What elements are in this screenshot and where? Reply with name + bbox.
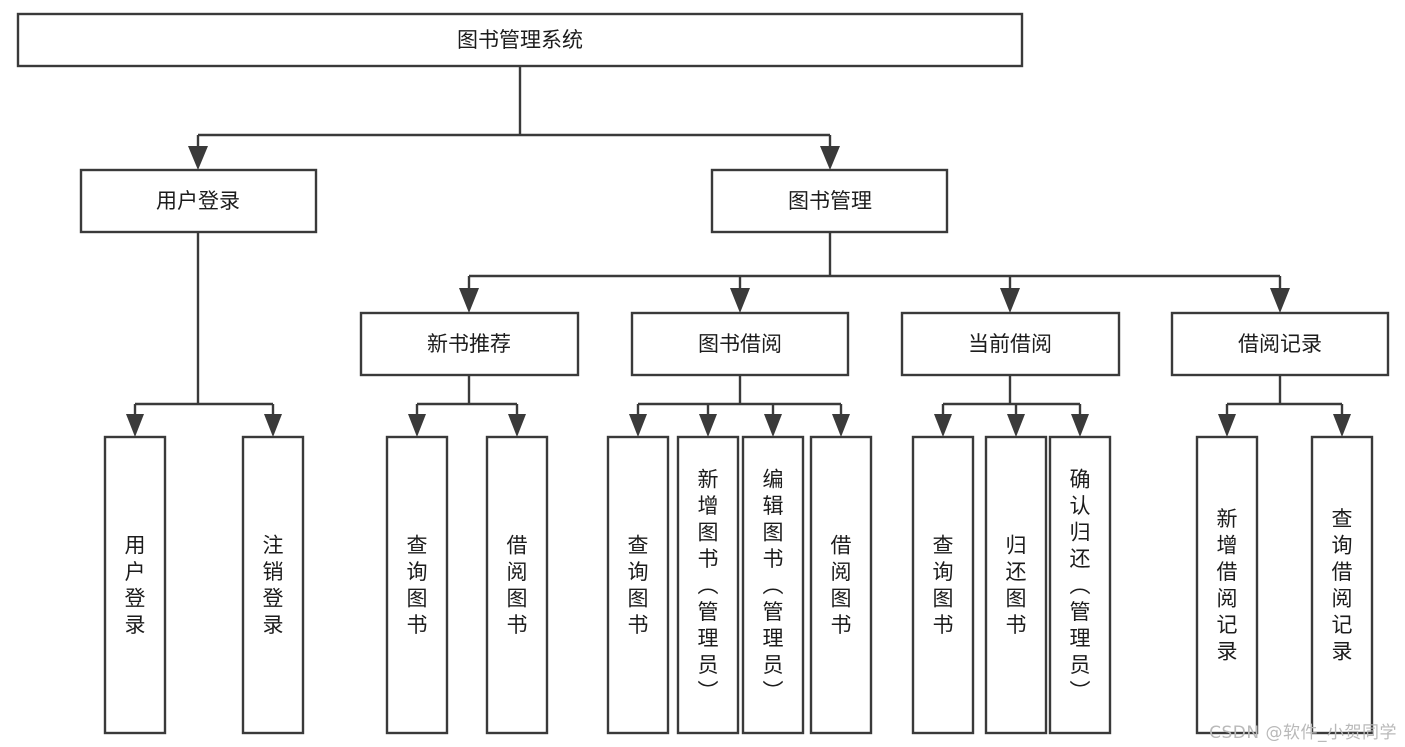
node-leaf-add-book-label: 新增图书︵管理员︶ (698, 467, 719, 703)
node-book-manage-label: 图书管理 (788, 189, 872, 213)
node-borrow-record-box[interactable] (1170, 311, 1390, 377)
node-book-borrow-box[interactable] (630, 311, 850, 377)
node-leaf-logout-label: 注销登录 (263, 534, 284, 638)
arrow-head-user-login (188, 146, 208, 170)
node-leaf-borrow-book-rec-box[interactable] (485, 435, 549, 735)
arrow-head-leaf-query-record (1333, 414, 1351, 437)
node-leaf-query-book-rec-box[interactable] (385, 435, 449, 735)
node-leaf-add-book[interactable]: 新增图书︵管理员︶ (676, 435, 740, 735)
node-leaf-query-book-b-label: 查询图书 (628, 534, 649, 638)
node-leaf-return-book-label: 归还图书 (1006, 534, 1027, 638)
arrow-head-book-manage (820, 146, 840, 170)
node-leaf-return-book-box[interactable] (984, 435, 1048, 735)
leaf-node-layer: 用户登录 注销登录 查询图书 借阅图书 查询图书 新增图书︵管理员︶ 编辑图书︵管理员︶ 借阅… (103, 435, 1374, 735)
node-book-manage-box[interactable] (710, 168, 949, 234)
node-leaf-logout[interactable]: 注销登录 (241, 435, 305, 735)
node-leaf-query-book-c-box[interactable] (911, 435, 975, 735)
node-book-borrow[interactable]: 图书借阅 (630, 311, 850, 377)
node-new-book-rec-label: 新书推荐 (427, 332, 511, 356)
node-leaf-edit-book-box[interactable] (741, 435, 805, 735)
node-leaf-query-book-b-box[interactable] (606, 435, 670, 735)
node-leaf-edit-book[interactable]: 编辑图书︵管理员︶ (741, 435, 805, 735)
node-leaf-confirm-return[interactable]: 确认归还︵管理员︶ (1048, 435, 1112, 735)
arrow-head-leaf-return-book (1007, 414, 1025, 437)
node-leaf-add-book-box[interactable] (676, 435, 740, 735)
node-current-borrow-box[interactable] (900, 311, 1121, 377)
arrow-head-leaf-query-book-rec (408, 414, 426, 437)
node-borrow-record-label: 借阅记录 (1238, 332, 1322, 356)
arrow-head-leaf-add-book (699, 414, 717, 437)
connector-layer (126, 66, 1351, 437)
node-new-book-rec-box[interactable] (359, 311, 580, 377)
node-leaf-query-book-rec-label: 查询图书 (407, 534, 428, 638)
arrow-head-leaf-user-login (126, 414, 144, 437)
node-new-book-rec[interactable]: 新书推荐 (359, 311, 580, 377)
node-root-box[interactable] (16, 12, 1024, 68)
node-leaf-query-record-box[interactable] (1310, 435, 1374, 735)
arrow-head-borrow-record (1270, 288, 1290, 313)
node-leaf-query-book-rec[interactable]: 查询图书 (385, 435, 449, 735)
node-user-login-label: 用户登录 (156, 189, 240, 213)
arrow-head-leaf-borrow-book-b (832, 414, 850, 437)
node-borrow-record[interactable]: 借阅记录 (1170, 311, 1390, 377)
node-current-borrow[interactable]: 当前借阅 (900, 311, 1121, 377)
node-leaf-borrow-book-rec[interactable]: 借阅图书 (485, 435, 549, 735)
arrow-head-book-borrow (730, 288, 750, 313)
node-leaf-query-book-b[interactable]: 查询图书 (606, 435, 670, 735)
node-leaf-add-record[interactable]: 新增借阅记录 (1195, 435, 1259, 735)
arrow-head-leaf-edit-book (764, 414, 782, 437)
arrow-head-new-book-rec (459, 288, 479, 313)
node-root-label: 图书管理系统 (457, 28, 583, 52)
node-leaf-borrow-book-rec-label: 借阅图书 (507, 534, 528, 638)
node-leaf-user-login-label: 用户登录 (125, 534, 146, 638)
node-leaf-confirm-return-label: 确认归还︵管理员︶ (1070, 467, 1091, 703)
node-leaf-query-record-label: 查询借阅记录 (1332, 507, 1353, 664)
arrow-head-leaf-query-book-b (629, 414, 647, 437)
node-leaf-query-book-c[interactable]: 查询图书 (911, 435, 975, 735)
node-leaf-borrow-book-b[interactable]: 借阅图书 (809, 435, 873, 735)
arrow-head-leaf-add-record (1218, 414, 1236, 437)
node-leaf-confirm-return-box[interactable] (1048, 435, 1112, 735)
node-leaf-edit-book-label: 编辑图书︵管理员︶ (763, 467, 784, 703)
arrow-head-leaf-confirm-return (1071, 414, 1089, 437)
node-user-login[interactable]: 用户登录 (79, 168, 318, 234)
node-leaf-add-record-label: 新增借阅记录 (1217, 507, 1238, 664)
node-root[interactable]: 图书管理系统 (16, 12, 1024, 68)
arrow-head-current-borrow (1000, 288, 1020, 313)
node-leaf-add-record-box[interactable] (1195, 435, 1259, 735)
arrow-head-leaf-borrow-book-rec (508, 414, 526, 437)
node-leaf-query-book-c-label: 查询图书 (933, 534, 954, 638)
watermark-text: CSDN @软件_小贺同学 (1209, 723, 1397, 743)
arrow-head-leaf-logout (264, 414, 282, 437)
arrow-head-leaf-query-book-c (934, 414, 952, 437)
node-current-borrow-label: 当前借阅 (968, 332, 1052, 356)
node-leaf-user-login-box[interactable] (103, 435, 167, 735)
node-leaf-query-record[interactable]: 查询借阅记录 (1310, 435, 1374, 735)
node-leaf-logout-box[interactable] (241, 435, 305, 735)
node-leaf-borrow-book-b-box[interactable] (809, 435, 873, 735)
node-leaf-user-login[interactable]: 用户登录 (103, 435, 167, 735)
node-book-borrow-label: 图书借阅 (698, 332, 782, 356)
node-book-manage[interactable]: 图书管理 (710, 168, 949, 234)
node-leaf-borrow-book-b-label: 借阅图书 (831, 534, 852, 638)
node-leaf-return-book[interactable]: 归还图书 (984, 435, 1048, 735)
node-user-login-box[interactable] (79, 168, 318, 234)
